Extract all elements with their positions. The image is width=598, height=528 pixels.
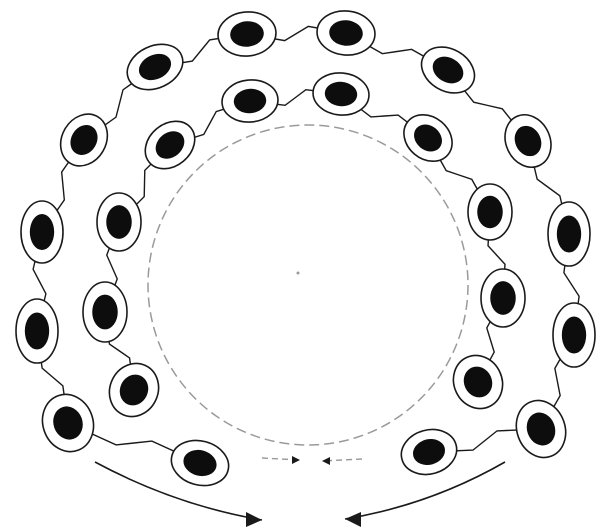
cell [548, 202, 590, 266]
cell-nucleus [557, 215, 581, 252]
cell [83, 282, 127, 342]
cell-nucleus [490, 281, 516, 315]
cell [553, 303, 595, 367]
lumen-dot [297, 272, 300, 275]
cell-nucleus [92, 295, 118, 330]
cell-nucleus [30, 214, 54, 250]
cell [21, 201, 63, 263]
cell [97, 193, 141, 251]
cell [468, 184, 512, 240]
cell-nucleus [25, 312, 49, 349]
cell [16, 299, 58, 363]
cell-nucleus [477, 196, 503, 228]
cell [481, 269, 525, 327]
cell-nucleus [106, 205, 132, 239]
cell-nucleus [562, 316, 586, 353]
